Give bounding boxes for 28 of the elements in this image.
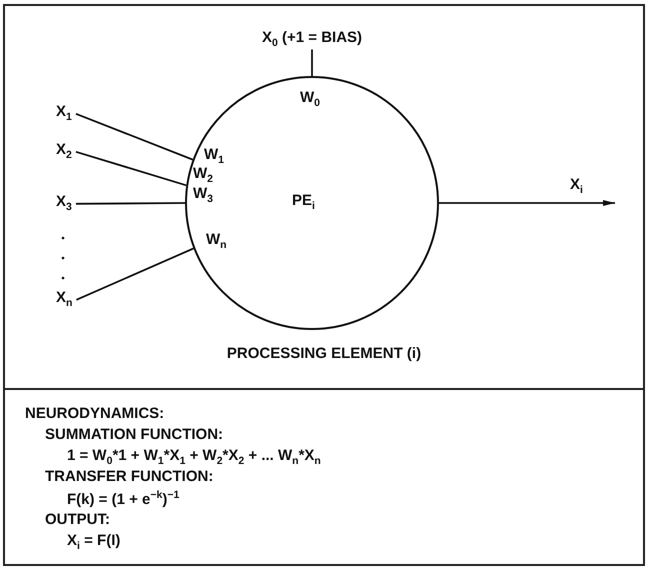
input-label: X$_{1}$ <box>56 104 72 124</box>
weight-label: W$_{2}$ <box>193 166 214 186</box>
formula-text: 1 = W$_{0}$*1 + W$_{1}$*X$_{1}$ + W$_{2}$*X$_{2}$ + ... W$_{n}$*X$_{n}$ <box>67 448 321 468</box>
node-label: PE$_{i}$ <box>292 193 315 213</box>
panel-title: PROCESSING ELEMENT (i) <box>226 346 422 362</box>
formula-heading: TRANSFER FUNCTION: <box>45 469 214 486</box>
formula-text: X$_{i}$ = F(I) <box>67 533 120 553</box>
input-label: X$_{n}$ <box>56 290 72 310</box>
panel <box>3 388 645 566</box>
panel <box>3 4 645 390</box>
input-label: X$_{2}$ <box>56 142 72 162</box>
input-label: X$_{0}$ (+1 = BIAS) <box>262 30 362 50</box>
connector-line <box>76 112 194 160</box>
formula-heading: SUMMATION FUNCTION: <box>45 427 224 444</box>
input-label: X$_{3}$ <box>56 194 72 214</box>
connector-line <box>76 248 194 301</box>
arrow <box>439 200 615 206</box>
formula-heading: OUTPUT: <box>45 512 110 528</box>
connector-line <box>76 150 186 186</box>
section-heading: NEURODYNAMICS: <box>25 406 164 422</box>
weight-label: W$_{3}$ <box>193 186 214 206</box>
connector-line <box>76 202 185 205</box>
weight-label: W$_{1}$ <box>204 147 224 167</box>
edge-label: X$_{i}$ <box>570 177 583 197</box>
connector-line <box>311 50 313 76</box>
weight-label: W$_{0}$ <box>300 90 320 110</box>
weight-label: W$_{n}$ <box>206 232 227 252</box>
formula-text: F(k) = (1 + e$^{−k}$)$^{−1}$ <box>67 490 180 508</box>
